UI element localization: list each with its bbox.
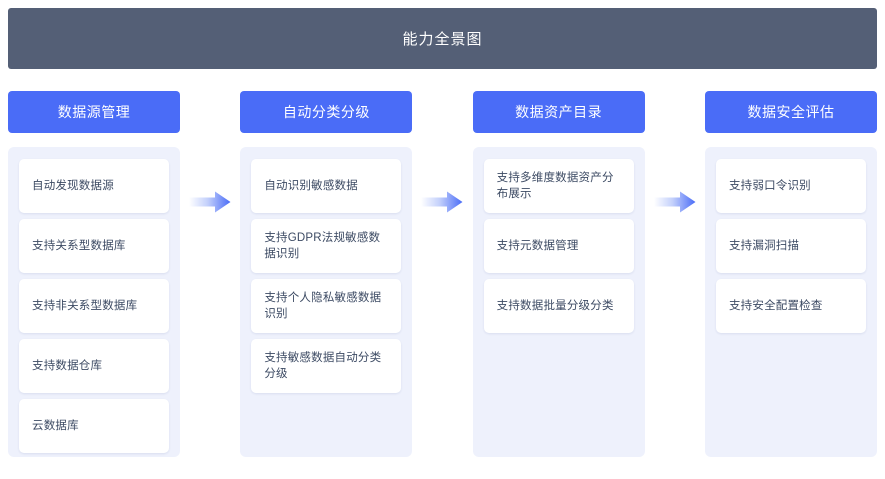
list-item[interactable]: 支持个人隐私敏感数据识别 bbox=[251, 279, 402, 333]
item-label: 支持元数据管理 bbox=[496, 240, 579, 252]
list-item[interactable]: 支持安全配置检查 bbox=[715, 279, 866, 333]
column-header-3[interactable]: 数据资产目录 bbox=[472, 91, 645, 133]
list-item[interactable]: 云数据库 bbox=[19, 399, 169, 453]
item-label: 支持弱口令识别 bbox=[728, 180, 811, 192]
column-data-source-management: 数据源管理 自动发现数据源 支持关系型数据库 支持非关系型数据库 支持数据仓库 … bbox=[8, 91, 180, 457]
list-item[interactable]: 自动识别敏感数据 bbox=[251, 159, 402, 213]
item-label: 支持个人隐私敏感数据识别 bbox=[264, 292, 382, 320]
list-item[interactable]: 支持敏感数据自动分类分级 bbox=[251, 339, 402, 393]
item-label: 支持非关系型数据库 bbox=[32, 300, 138, 312]
item-label: 自动识别敏感数据 bbox=[264, 180, 358, 192]
list-item[interactable]: 支持GDPR法规敏感数据识别 bbox=[251, 219, 402, 273]
column-header-4[interactable]: 数据安全评估 bbox=[704, 91, 877, 133]
item-label: 支持关系型数据库 bbox=[32, 240, 126, 252]
list-item[interactable]: 支持非关系型数据库 bbox=[19, 279, 169, 333]
connector-gap-2 bbox=[412, 91, 472, 469]
item-label: 支持多维度数据资产分布展示 bbox=[496, 172, 614, 200]
item-label: 支持数据批量分级分类 bbox=[496, 300, 614, 312]
column-auto-classification: 自动分类分级 自动识别敏感数据 支持GDPR法规敏感数据识别 支持个人隐私敏感数… bbox=[240, 91, 413, 457]
column-body-4: 支持弱口令识别 支持漏洞扫描 支持安全配置检查 bbox=[704, 147, 877, 457]
item-label: 支持数据仓库 bbox=[32, 360, 103, 372]
column-header-2[interactable]: 自动分类分级 bbox=[240, 91, 413, 133]
list-item[interactable]: 支持多维度数据资产分布展示 bbox=[483, 159, 634, 213]
list-item[interactable]: 支持数据仓库 bbox=[19, 339, 169, 393]
list-item[interactable]: 自动发现数据源 bbox=[19, 159, 169, 213]
page-title: 能力全景图 bbox=[402, 31, 483, 48]
flow-arrow-right-icon bbox=[653, 191, 696, 213]
column-body-1: 自动发现数据源 支持关系型数据库 支持非关系型数据库 支持数据仓库 云数据库 bbox=[8, 147, 180, 457]
column-header-1[interactable]: 数据源管理 bbox=[8, 91, 180, 133]
item-label: 支持敏感数据自动分类分级 bbox=[264, 352, 382, 380]
list-item[interactable]: 支持数据批量分级分类 bbox=[483, 279, 634, 333]
flow-arrow-right-icon bbox=[189, 191, 231, 213]
column-data-asset-catalog: 数据资产目录 支持多维度数据资产分布展示 支持元数据管理 支持数据批量分级分类 bbox=[472, 91, 645, 457]
capability-columns: 数据源管理 自动发现数据源 支持关系型数据库 支持非关系型数据库 支持数据仓库 … bbox=[8, 91, 877, 469]
list-item[interactable]: 支持元数据管理 bbox=[483, 219, 634, 273]
item-label: 支持漏洞扫描 bbox=[728, 240, 800, 252]
page-title-bar: 能力全景图 bbox=[8, 8, 877, 69]
column-body-2: 自动识别敏感数据 支持GDPR法规敏感数据识别 支持个人隐私敏感数据识别 支持敏… bbox=[240, 147, 413, 457]
list-item[interactable]: 支持漏洞扫描 bbox=[715, 219, 866, 273]
item-label: 自动发现数据源 bbox=[32, 180, 114, 192]
item-label: 支持安全配置检查 bbox=[728, 300, 823, 312]
column-data-security-assessment: 数据安全评估 支持弱口令识别 支持漏洞扫描 支持安全配置检查 bbox=[704, 91, 877, 457]
item-label: 支持GDPR法规敏感数据识别 bbox=[264, 232, 381, 260]
list-item[interactable]: 支持关系型数据库 bbox=[19, 219, 169, 273]
connector-gap-1 bbox=[180, 91, 240, 469]
item-label: 云数据库 bbox=[32, 420, 79, 432]
connector-gap-3 bbox=[645, 91, 705, 469]
column-body-3: 支持多维度数据资产分布展示 支持元数据管理 支持数据批量分级分类 bbox=[472, 147, 645, 457]
list-item[interactable]: 支持弱口令识别 bbox=[715, 159, 866, 213]
flow-arrow-right-icon bbox=[421, 191, 463, 213]
